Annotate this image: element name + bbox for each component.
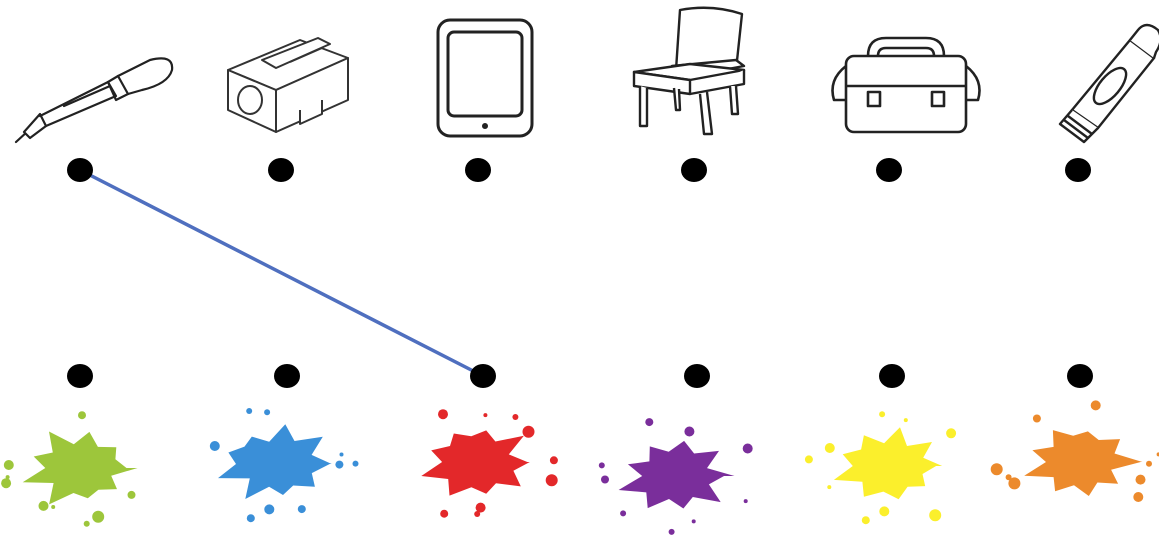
glue-stick-dot[interactable] bbox=[1065, 158, 1091, 182]
yellow-paint-splat bbox=[805, 411, 956, 524]
purple-paint-splat bbox=[599, 418, 753, 535]
purple-dot[interactable] bbox=[684, 364, 710, 388]
tablet-icon bbox=[438, 20, 532, 136]
fountain-pen-dot[interactable] bbox=[67, 158, 93, 182]
orange-dot[interactable] bbox=[1067, 364, 1093, 388]
tablet-dot[interactable] bbox=[465, 158, 491, 182]
red-paint-splat bbox=[421, 409, 558, 518]
blue-paint-splat bbox=[210, 408, 359, 522]
fountain-pen-icon bbox=[16, 58, 172, 142]
connection-line bbox=[80, 170, 483, 376]
school-bag-dot[interactable] bbox=[876, 158, 902, 182]
green-dot[interactable] bbox=[67, 364, 93, 388]
blue-dot[interactable] bbox=[274, 364, 300, 388]
pencil-sharpener-dot[interactable] bbox=[268, 158, 294, 182]
chair-icon bbox=[634, 8, 744, 134]
school-bag-icon bbox=[833, 38, 980, 132]
green-paint-splat bbox=[1, 411, 138, 527]
yellow-dot[interactable] bbox=[879, 364, 905, 388]
red-dot[interactable] bbox=[470, 364, 496, 388]
pencil-sharpener-icon bbox=[228, 38, 348, 132]
glue-stick-icon bbox=[1060, 25, 1159, 142]
orange-paint-splat bbox=[991, 400, 1159, 502]
chair-dot[interactable] bbox=[681, 158, 707, 182]
